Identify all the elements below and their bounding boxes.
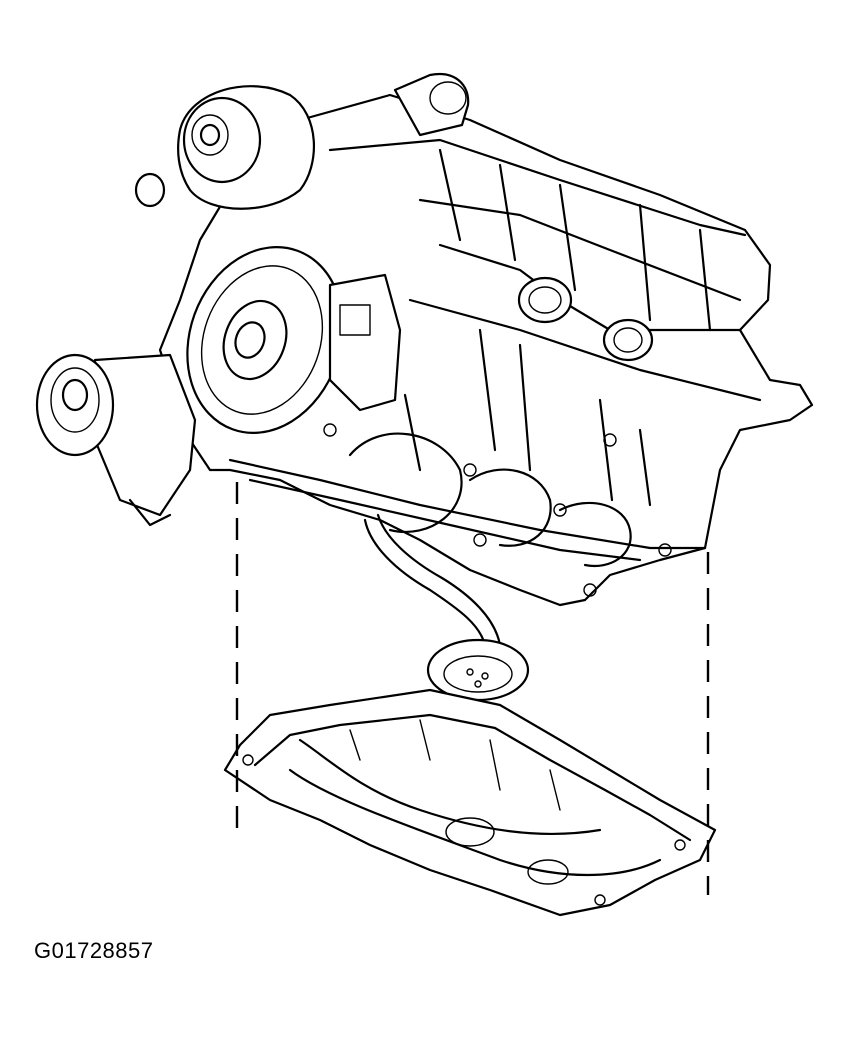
- oil-pan-icon: [223, 688, 717, 917]
- engine-block-icon: [35, 72, 814, 607]
- alignment-lines: [235, 482, 710, 895]
- figure-id-label: G01728857: [34, 938, 154, 963]
- oil-pickup-tube-icon: [363, 513, 530, 702]
